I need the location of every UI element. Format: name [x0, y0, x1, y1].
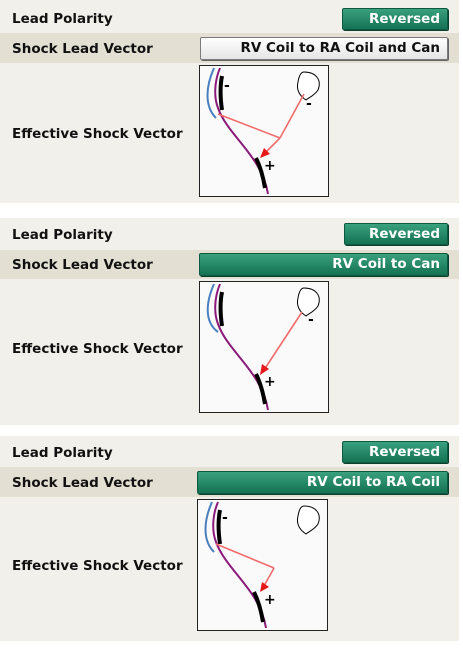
shock-lead-vector-label: Shock Lead Vector — [12, 475, 153, 491]
plus-sign-rv: + — [264, 592, 276, 608]
shock-lead-vector-row: Shock Lead Vector RV Coil to RA Coil and… — [0, 33, 459, 63]
ra-coil-segment — [218, 291, 224, 327]
lead-polarity-button[interactable]: Reversed — [342, 8, 448, 30]
resultant-vector-line — [263, 567, 275, 587]
lead-polarity-button[interactable]: Reversed — [344, 223, 448, 245]
plus-sign-rv: + — [264, 374, 276, 390]
plus-sign-rv: + — [264, 158, 276, 174]
minus-sign-ra: - — [224, 78, 230, 94]
effective-shock-vector-diagram: - + — [197, 499, 328, 631]
can-outline — [297, 287, 320, 317]
ra-vector-line — [215, 543, 275, 569]
minus-sign-can: - — [306, 96, 312, 112]
can-vector-line — [279, 93, 305, 139]
can-vector-line — [263, 311, 303, 371]
effective-shock-vector-diagram: - + — [199, 281, 329, 413]
effective-shock-vector-label: Effective Shock Vector — [12, 126, 183, 142]
effective-shock-vector-label: Effective Shock Vector — [12, 341, 183, 357]
shock-lead-vector-label: Shock Lead Vector — [12, 41, 153, 57]
lead-polarity-row: Lead Polarity Reversed — [0, 218, 459, 248]
rv-coil-segment — [254, 373, 267, 405]
shock-lead-vector-label: Shock Lead Vector — [12, 257, 153, 273]
lead-polarity-label: Lead Polarity — [12, 11, 113, 27]
ra-vector-line — [217, 113, 281, 139]
lead-blue-curve — [206, 283, 219, 333]
lead-polarity-row: Lead Polarity Reversed — [0, 4, 459, 32]
vector-arrowhead — [260, 364, 269, 375]
shock-lead-vector-button[interactable]: RV Coil to RA Coil and Can — [200, 37, 448, 60]
vector-arrowhead — [260, 582, 269, 592]
lead-blue-curve — [206, 67, 217, 119]
minus-sign-ra: - — [222, 510, 228, 526]
rv-coil-segment — [252, 591, 265, 623]
shock-config-panel-1: Lead Polarity Reversed Shock Lead Vector… — [0, 0, 459, 203]
shock-lead-vector-row: Shock Lead Vector RV Coil to Can — [0, 250, 459, 279]
shock-lead-vector-button[interactable]: RV Coil to Can — [199, 253, 448, 276]
effective-shock-vector-diagram: - - + — [199, 65, 329, 197]
lead-polarity-button[interactable]: Reversed — [342, 441, 448, 463]
minus-sign-can: - — [308, 312, 314, 328]
lead-polarity-label: Lead Polarity — [12, 445, 113, 461]
can-outline — [297, 505, 320, 535]
lead-purple-curve — [214, 283, 269, 411]
lead-blue-curve — [204, 501, 215, 553]
lead-polarity-row: Lead Polarity Reversed — [0, 436, 459, 466]
effective-shock-vector-label: Effective Shock Vector — [12, 558, 183, 574]
can-outline — [297, 71, 320, 101]
vector-arrowhead — [260, 148, 270, 158]
shock-config-panel-2: Lead Polarity Reversed Shock Lead Vector… — [0, 218, 459, 425]
shock-lead-vector-row: Shock Lead Vector RV Coil to RA Coil — [0, 467, 459, 497]
ra-coil-segment — [218, 75, 224, 111]
shock-config-panel-3: Lead Polarity Reversed Shock Lead Vector… — [0, 436, 459, 641]
rv-coil-segment — [254, 157, 267, 189]
lead-polarity-label: Lead Polarity — [12, 227, 113, 243]
ra-coil-segment — [216, 509, 222, 545]
shock-lead-vector-button[interactable]: RV Coil to RA Coil — [197, 471, 448, 494]
